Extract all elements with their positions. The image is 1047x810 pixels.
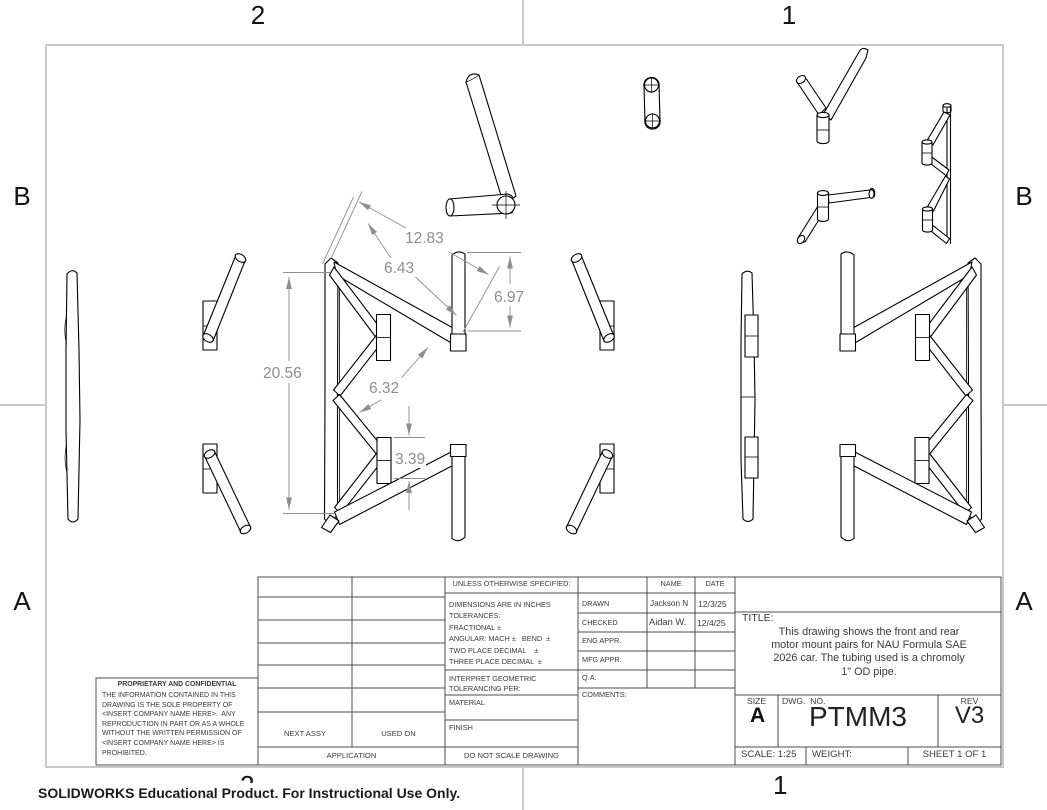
name-header: NAME bbox=[660, 579, 682, 588]
interpret-line: INTERPRET GEOMETRIC bbox=[449, 674, 537, 683]
mfg-appr-label: MFG APPR. bbox=[582, 654, 622, 664]
scale-label: SCALE: 1:25 bbox=[741, 749, 797, 760]
title-text-line: motor mount pairs for NAU Formula SAE bbox=[771, 639, 967, 652]
used-on-label: USED ON bbox=[381, 729, 416, 738]
proprietary-line: PROHIBITED. bbox=[102, 749, 147, 757]
dim-20-56: 20.56 bbox=[263, 365, 302, 382]
zone-label-right-b: B bbox=[1015, 181, 1033, 211]
sheet-label: SHEET 1 OF 1 bbox=[922, 749, 987, 760]
tolerance-line: THREE PLACE DECIMAL ± bbox=[449, 657, 542, 666]
comments-label: COMMENTS: bbox=[582, 690, 627, 699]
application-label: APPLICATION bbox=[326, 751, 377, 760]
dim-12-83: 12.83 bbox=[405, 230, 444, 247]
tolerance-line: FRACTIONAL ± bbox=[449, 623, 501, 632]
zone-label-top-2: 2 bbox=[250, 0, 266, 30]
dim-6-43: 6.43 bbox=[384, 260, 414, 277]
do-not-scale-label: DO NOT SCALE DRAWING bbox=[464, 751, 559, 760]
size-label: SIZE bbox=[747, 696, 767, 706]
dwg-no-value: PTMM3 bbox=[809, 701, 907, 732]
tolerance-line: TOLERANCES: bbox=[449, 611, 501, 620]
zone-label-left-b: B bbox=[13, 181, 31, 211]
eng-appr-label: ENG APPR. bbox=[582, 636, 622, 645]
drawn-label: DRAWN bbox=[582, 599, 610, 608]
view-mount-stubs-left bbox=[202, 253, 252, 535]
title-text-line: This drawing shows the front and rear bbox=[778, 626, 960, 638]
rev-label: REV bbox=[960, 696, 979, 706]
zone-label-left-a: A bbox=[13, 586, 31, 616]
proprietary-line: <INSERT COMPANY NAME HERE> IS bbox=[102, 740, 225, 747]
proprietary-line: <INSERT COMPANY NAME HERE>. ANY bbox=[102, 711, 236, 719]
rev-value: V3 bbox=[954, 702, 985, 729]
dim-6-97: 6.97 bbox=[494, 289, 524, 306]
view-t-tubes-iso bbox=[796, 187, 876, 245]
checked-date: 12/4/25 bbox=[697, 617, 726, 628]
view-mount-stubs-mid bbox=[564, 251, 617, 537]
drawn-date: 12/3/25 bbox=[698, 599, 727, 609]
checked-label: CHECKED bbox=[582, 617, 618, 627]
dimension-annotations: 12.83 6.43 6.97 20.56 6.32 3.39 bbox=[262, 191, 528, 514]
title-text-line: 1" OD pipe. bbox=[841, 665, 897, 678]
proprietary-line: REPRODUCTION IN PART OR AS A WHOLE bbox=[102, 720, 245, 728]
interpret-line: TOLERANCING PER: bbox=[449, 684, 521, 693]
title-text-line: 2026 car. The tubing used is a chromoly bbox=[773, 652, 965, 665]
view-v-tubes-iso bbox=[795, 47, 869, 145]
proprietary-heading: PROPRIETARY AND CONFIDENTIAL bbox=[117, 681, 237, 688]
proprietary-line: DRAWING IS THE SOLE PROPERTY OF bbox=[102, 701, 233, 709]
weight-label: WEIGHT: bbox=[812, 749, 852, 760]
proprietary-line: WITHOUT THE WRITTEN PERMISSION OF bbox=[102, 730, 242, 738]
view-rear-mirrored bbox=[839, 251, 986, 542]
dim-3-39: 3.39 bbox=[395, 451, 425, 468]
unless-otherwise-label: UNLESS OTHERWISE SPECIFIED: bbox=[452, 579, 571, 588]
qa-label: Q.A. bbox=[582, 673, 597, 682]
finish-label: FINISH bbox=[449, 723, 473, 732]
view-profile-left bbox=[64, 270, 81, 523]
dwg-no-label: DWG. NO. bbox=[782, 696, 826, 706]
view-bent-tube-iso bbox=[445, 73, 520, 219]
zone-label-top-1: 1 bbox=[781, 0, 797, 30]
view-short-tube-iso bbox=[643, 76, 661, 130]
educational-watermark: SOLIDWORKS Educational Product. For Inst… bbox=[36, 783, 469, 803]
dim-6-32: 6.32 bbox=[369, 380, 399, 397]
size-value: A bbox=[750, 704, 766, 727]
proprietary-line: THE INFORMATION CONTAINED IN THIS bbox=[102, 692, 236, 699]
tolerance-line: DIMENSIONS ARE IN INCHES bbox=[449, 600, 551, 609]
date-header: DATE bbox=[705, 579, 725, 588]
title-text: This drawing shows the front and rear mo… bbox=[737, 626, 1001, 679]
zone-label-right-a: A bbox=[1015, 586, 1033, 616]
zone-label-bottom-1: 1 bbox=[773, 770, 788, 800]
title-label: TITLE: bbox=[742, 612, 774, 624]
tolerance-line: ANGULAR: MACH ± BEND ± bbox=[449, 634, 551, 643]
tolerance-line: TWO PLACE DECIMAL ± bbox=[449, 646, 539, 655]
view-frame-iso bbox=[921, 103, 952, 245]
material-label: MATERIAL bbox=[449, 698, 485, 707]
view-front-dimensioned bbox=[320, 251, 467, 542]
checked-name: Aidan W. bbox=[649, 617, 687, 627]
next-assy-label: NEXT ASSY bbox=[283, 729, 327, 738]
view-profile-mid bbox=[740, 270, 759, 523]
title-block-grid bbox=[95, 576, 1002, 766]
drawn-name: Jackson N bbox=[650, 599, 689, 608]
